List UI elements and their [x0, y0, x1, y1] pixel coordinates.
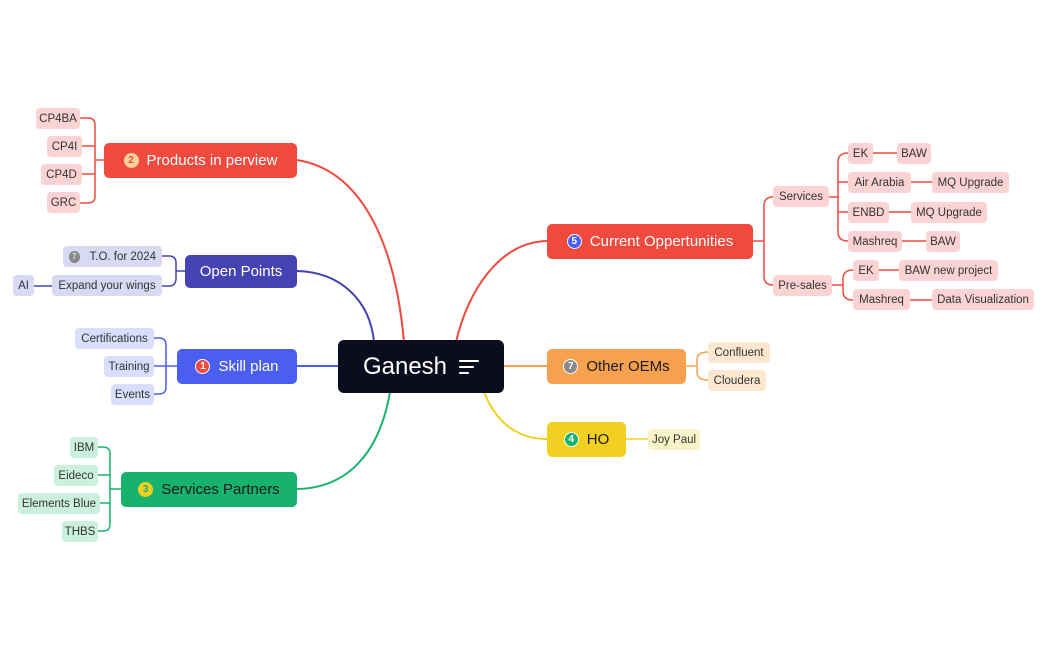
leaf-enbd[interactable]: ENBD: [848, 202, 889, 223]
leaf-label: T.O. for 2024: [89, 250, 156, 263]
branch-other-oems[interactable]: 7 Other OEMs: [547, 349, 686, 384]
leaf-ibm[interactable]: IBM: [70, 437, 98, 458]
leaf-events[interactable]: Events: [111, 384, 154, 405]
leaf-to-2024[interactable]: 7 T.O. for 2024: [63, 246, 162, 267]
branch-label: Services Partners: [161, 481, 280, 498]
branch-label: Current Oppertunities: [589, 233, 734, 250]
leaf-expand-wings[interactable]: Expand your wings: [52, 275, 162, 296]
branch-products[interactable]: 2 Products in perview: [104, 143, 297, 178]
branch-label: Products in perview: [146, 152, 278, 169]
leaf-baw-new-project[interactable]: BAW new project: [899, 260, 998, 281]
leaf-mashreq[interactable]: Mashreq: [848, 231, 902, 252]
priority-4-badge: 4: [563, 432, 579, 447]
leaf-thbs[interactable]: THBS: [62, 521, 98, 542]
leaf-eideco[interactable]: Eideco: [54, 465, 98, 486]
priority-1-badge: 1: [195, 359, 211, 374]
priority-7-badge: 7: [69, 250, 80, 263]
root-label: Ganesh: [362, 352, 448, 380]
leaf-elements-blue[interactable]: Elements Blue: [18, 493, 100, 514]
branch-services-partners[interactable]: 3 Services Partners: [121, 472, 297, 507]
leaf-training[interactable]: Training: [104, 356, 154, 377]
leaf-joy-paul[interactable]: Joy Paul: [648, 429, 700, 450]
branch-open-points[interactable]: Open Points: [185, 255, 297, 288]
leaf-grc[interactable]: GRC: [47, 192, 80, 213]
leaf-ai[interactable]: AI: [13, 275, 34, 296]
leaf-pre-sales[interactable]: Pre-sales: [773, 275, 832, 296]
menu-lines-icon[interactable]: [459, 359, 480, 375]
leaf-data-visualization[interactable]: Data Visualization: [932, 289, 1034, 310]
branch-label: HO: [586, 431, 610, 448]
root-node[interactable]: Ganesh: [338, 340, 504, 393]
branch-ho[interactable]: 4 HO: [547, 422, 626, 457]
leaf-cp4d[interactable]: CP4D: [41, 164, 82, 185]
leaf-confluent[interactable]: Confluent: [708, 342, 770, 363]
leaf-mashreq[interactable]: Mashreq: [853, 289, 910, 310]
leaf-cloudera[interactable]: Cloudera: [708, 370, 766, 391]
priority-2-badge: 2: [123, 153, 139, 168]
leaf-baw[interactable]: BAW: [926, 231, 960, 252]
branch-current-opportunities[interactable]: 5 Current Oppertunities: [547, 224, 753, 259]
leaf-cp4i[interactable]: CP4I: [47, 136, 82, 157]
leaf-ek[interactable]: EK: [848, 143, 873, 164]
leaf-certifications[interactable]: Certifications: [75, 328, 154, 349]
branch-label: Open Points: [199, 263, 283, 280]
priority-5-badge: 5: [566, 234, 582, 249]
leaf-services[interactable]: Services: [773, 186, 829, 207]
leaf-cp4ba[interactable]: CP4BA: [36, 108, 80, 129]
leaf-baw[interactable]: BAW: [897, 143, 931, 164]
leaf-mq-upgrade[interactable]: MQ Upgrade: [911, 202, 987, 223]
priority-3-badge: 3: [138, 482, 154, 497]
branch-label: Skill plan: [218, 358, 279, 375]
branch-label: Other OEMs: [586, 358, 670, 375]
branch-skill-plan[interactable]: 1 Skill plan: [177, 349, 297, 384]
priority-7-badge: 7: [563, 359, 579, 374]
leaf-air-arabia[interactable]: Air Arabia: [848, 172, 911, 193]
leaf-mq-upgrade[interactable]: MQ Upgrade: [932, 172, 1009, 193]
leaf-ek[interactable]: EK: [853, 260, 879, 281]
